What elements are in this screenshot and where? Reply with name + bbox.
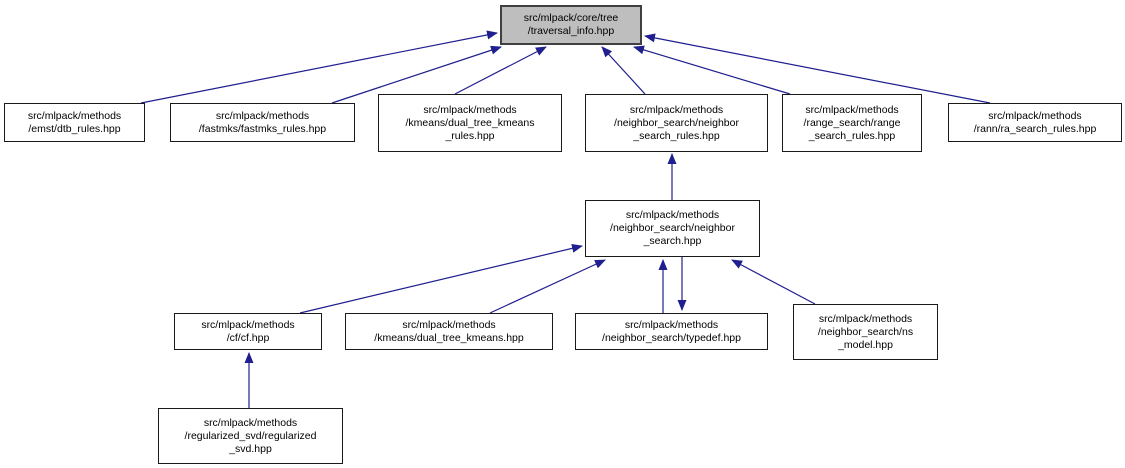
node-dual-tree-kmeans-rules[interactable]: src/mlpack/methods /kmeans/dual_tree_kme… [378, 94, 562, 152]
node-dual-tree-kmeans[interactable]: src/mlpack/methods /kmeans/dual_tree_kme… [345, 313, 553, 350]
node-fastmks-rules[interactable]: src/mlpack/methods /fastmks/fastmks_rule… [170, 103, 355, 142]
node-traversal-info[interactable]: src/mlpack/core/tree /traversal_info.hpp [500, 5, 642, 45]
edge-ra_rules-to-root [644, 33, 991, 104]
edge-cf-to-ns_search [299, 243, 583, 314]
node-ra-search-rules[interactable]: src/mlpack/methods /rann/ra_search_rules… [948, 103, 1122, 142]
node-neighbor-search[interactable]: src/mlpack/methods /neighbor_search/neig… [585, 200, 760, 257]
node-neighbor-search-rules[interactable]: src/mlpack/methods /neighbor_search/neig… [585, 94, 768, 152]
edge-range_rules-to-root [633, 45, 791, 95]
node-cf[interactable]: src/mlpack/methods /cf/cf.hpp [174, 313, 322, 350]
edge-kmeans_rules-to-root [454, 46, 547, 95]
edge-fastmks_rules-to-root [331, 45, 502, 104]
edge-dtb_rules-to-root [140, 30, 498, 104]
node-dtb-rules[interactable]: src/mlpack/methods /emst/dtb_rules.hpp [4, 103, 145, 142]
edge-ns_rules-to-root [601, 46, 646, 95]
node-typedef[interactable]: src/mlpack/methods /neighbor_search/type… [575, 313, 768, 350]
edge-dual_tree_kmeans-to-ns_search [489, 259, 606, 314]
edge-ns_model-to-ns_search [731, 259, 816, 305]
node-regularized-svd[interactable]: src/mlpack/methods /regularized_svd/regu… [158, 408, 343, 464]
node-range-search-rules[interactable]: src/mlpack/methods /range_search/range _… [782, 94, 922, 152]
node-ns-model[interactable]: src/mlpack/methods /neighbor_search/ns _… [793, 304, 938, 360]
